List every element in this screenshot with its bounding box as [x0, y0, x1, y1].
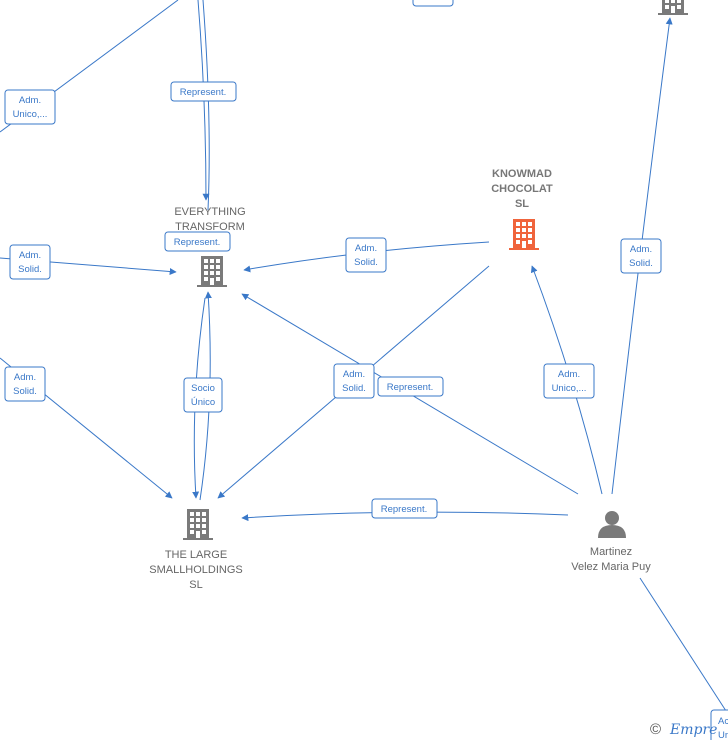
node-knowmad-chocolat[interactable]: KNOWMAD CHOCOLAT SL	[491, 168, 553, 250]
node-label: Velez Maria Puy	[571, 561, 651, 573]
edge-label-text: Único	[191, 397, 215, 408]
edge-label-text: Socio	[191, 383, 215, 394]
node-label: SL	[515, 198, 529, 210]
edge-label-text: Represent.	[180, 87, 226, 98]
edge-label-represent-top[interactable]: Represent.	[170, 81, 237, 102]
edge-label-text: Solid.	[342, 383, 366, 394]
watermark: © Empre	[650, 721, 717, 738]
edge-label-text: Ac	[718, 716, 728, 727]
node-everything-transform[interactable]: EVERYTHING TRANSFORM	[174, 206, 246, 287]
edge-label-text: Solid.	[354, 257, 378, 268]
edge-label-adm-solid-knowmad[interactable]: Adm. Solid.	[345, 237, 387, 273]
node-label: THE LARGE	[165, 549, 227, 561]
edge-label-adm-unico-person[interactable]: Adm. Unico,...	[543, 363, 595, 399]
building-icon	[183, 509, 213, 540]
node-label: Martinez	[590, 546, 632, 558]
node-label: TRANSFORM	[175, 221, 245, 233]
building-icon[interactable]	[658, 0, 688, 15]
copyright-symbol: ©	[650, 721, 661, 738]
edge-line	[202, 0, 210, 211]
edge-label-represent-et[interactable]: Represent.	[164, 231, 231, 252]
edge-line	[639, 577, 728, 715]
edge-label-represent-bottom[interactable]: Represent.	[371, 498, 438, 519]
person-icon	[598, 511, 626, 538]
edge-label-text: Solid.	[13, 386, 37, 397]
edge-label-text: Represent.	[387, 382, 433, 393]
edge-label-text: Represent.	[174, 237, 220, 248]
edge-label-text: Adm.	[630, 244, 652, 255]
edge-label-adm-solid-center[interactable]: Adm. Solid.	[333, 363, 375, 399]
brand-logo: Empre	[669, 722, 717, 738]
node-label: SMALLHOLDINGS	[149, 564, 243, 576]
node-person-martinez[interactable]: Martinez Velez Maria Puy	[571, 511, 651, 573]
building-icon	[197, 256, 227, 287]
edge-label-adm-solid-left[interactable]: Adm. Solid.	[9, 244, 51, 280]
building-icon	[509, 219, 539, 250]
node-label: KNOWMAD	[492, 168, 552, 180]
edge-label-text: Adm.	[14, 372, 36, 383]
node-label: CHOCOLAT	[491, 183, 553, 195]
edge-label-text: Solid.	[18, 264, 42, 275]
node-large-smallholdings[interactable]: THE LARGE SMALLHOLDINGS SL	[149, 509, 243, 591]
edge-label-text: Represent.	[381, 504, 427, 515]
edge-label-socio-unico[interactable]: Socio Único	[183, 377, 223, 413]
edge-label-text: Adm.	[19, 250, 41, 261]
edge-label-adm-solid-lower-left[interactable]: Adm. Solid.	[4, 366, 46, 402]
node-label: SL	[189, 579, 202, 591]
edge-label-text: Unico,...	[552, 383, 587, 394]
edge-label-partial-br[interactable]: Ac Ur	[710, 709, 728, 740]
edge-label-represent-center[interactable]: Represent.	[377, 376, 444, 397]
edge-label-text: Adm.	[558, 369, 580, 380]
edge-label-text: Adm.	[355, 243, 377, 254]
node-label: EVERYTHING	[174, 206, 245, 218]
edge-label-text: Adm.	[343, 369, 365, 380]
edge-label-adm-unico-tl[interactable]: Adm. Unico,...	[4, 89, 56, 125]
edge-label-text: Unico,...	[13, 109, 48, 120]
edge-label-box-partial[interactable]	[412, 0, 454, 7]
edge-label-text: Ur	[718, 730, 728, 740]
edge-label-text: Solid.	[629, 258, 653, 269]
edge-label-text: Adm.	[19, 95, 41, 106]
edge-label-adm-solid-right[interactable]: Adm. Solid.	[620, 238, 662, 274]
